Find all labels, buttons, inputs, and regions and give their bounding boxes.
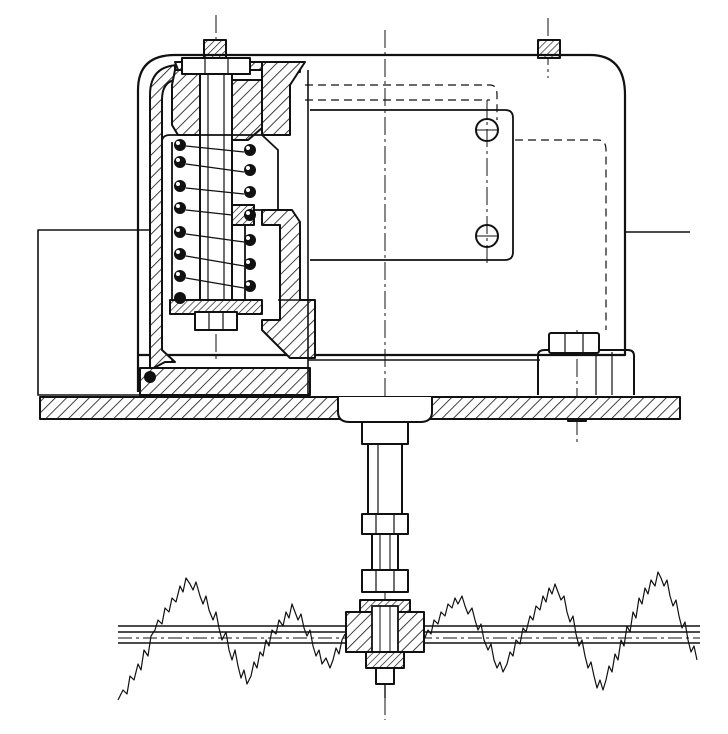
housing-outline	[136, 53, 627, 392]
spindle	[199, 71, 233, 318]
inner-sleeve-section	[231, 79, 263, 141]
connecting-rod-upper	[361, 421, 409, 445]
spindle-bottom-nut	[194, 311, 238, 331]
right-foot-block	[537, 349, 635, 395]
upper-boss-section	[261, 61, 306, 136]
rod-stem	[371, 533, 399, 571]
base-seal	[144, 371, 156, 383]
connecting-rod	[367, 443, 403, 515]
top-cap-right	[537, 39, 561, 59]
rod-nut-lower	[361, 569, 409, 593]
spindle-top-nut	[181, 57, 251, 75]
rod-nut-upper	[361, 513, 409, 535]
mounting-plate	[310, 109, 514, 261]
hidden-lines	[305, 84, 607, 330]
rail-clamp	[345, 599, 425, 698]
vibration-trace	[117, 571, 698, 701]
upper-boss-left-section	[171, 69, 201, 136]
coil-spring-highlights	[176, 141, 250, 286]
foot-bolt-head	[548, 332, 600, 354]
spring-coils-lines	[185, 145, 245, 289]
inner-bracket-section	[261, 209, 316, 359]
central-hub	[337, 397, 433, 423]
side-body-outline	[37, 229, 150, 396]
housing-base-section	[139, 367, 311, 396]
